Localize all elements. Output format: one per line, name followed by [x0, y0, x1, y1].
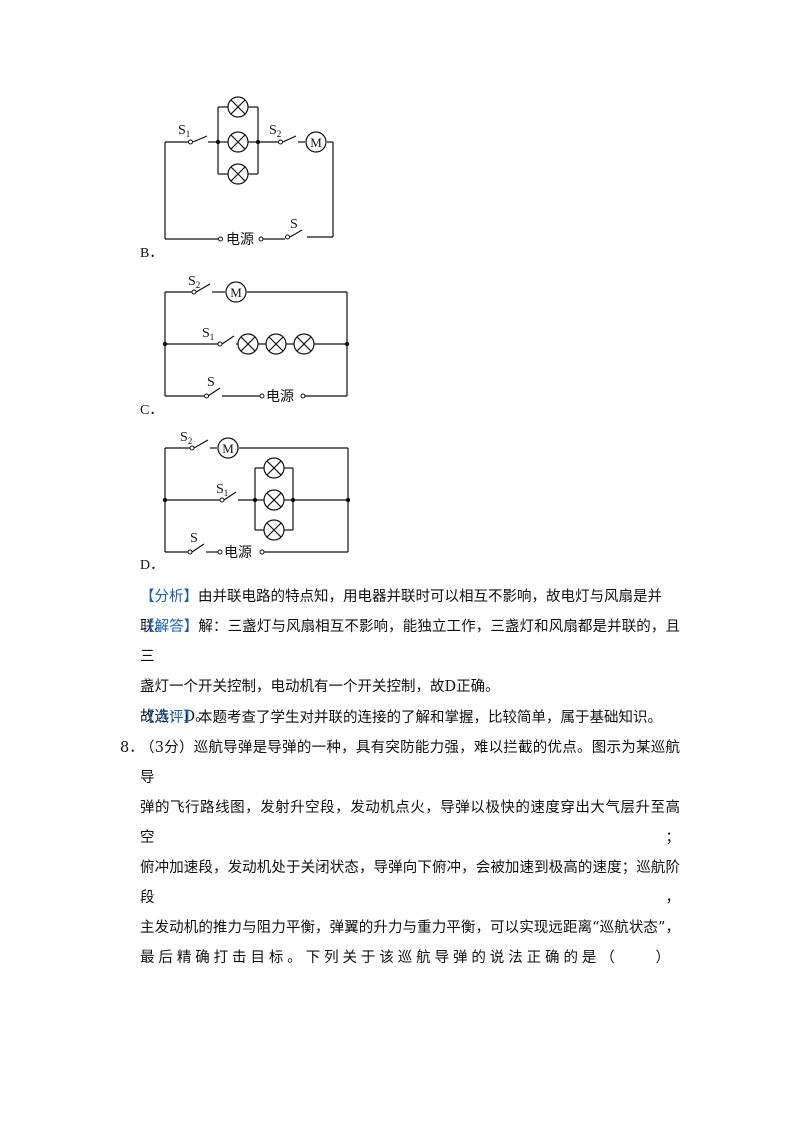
- switch-label: S1: [202, 326, 214, 342]
- lamp-icon: [227, 131, 249, 153]
- option-c-label: C．: [140, 403, 164, 418]
- analysis-text: 由并联电路的特点知，用电器并联时可以相互不影响，故电灯与风扇是并联。: [140, 589, 662, 635]
- lamp-icon: [265, 333, 287, 355]
- answer-line-2: 盏灯一个开关控制，电动机有一个开关控制，故D正确。: [140, 679, 500, 695]
- circuit-diagram-b: M S1 S2 S 电源: [150, 92, 350, 252]
- switch-label: S: [207, 375, 215, 390]
- switch-label: S1: [178, 123, 190, 139]
- lamp-icon: [263, 457, 285, 479]
- question-line-5: 最后精确打击目标。下列关于该巡航导弹的说法正确的是（ ）: [140, 950, 670, 966]
- comment-paragraph: 【点评】本题考查了学生对并联的连接的了解和掌握，比较简单，属于基础知识。: [140, 703, 680, 733]
- answer-choice: 故选：D。: [140, 709, 210, 725]
- svg-text:M: M: [230, 285, 242, 300]
- answer-paragraph: 【解答】解：三盏灯与风扇相互不影响，能独立工作，三盏灯和风扇都是并联的，且三 盏…: [140, 612, 680, 732]
- comment-tag: 【点评】: [140, 710, 198, 726]
- motor-icon: M: [305, 131, 327, 153]
- switch-label: S2: [180, 430, 192, 446]
- switch-label: S2: [188, 274, 200, 290]
- switch-label: S: [290, 217, 298, 232]
- answer-line-1: 解：三盏灯与风扇相互不影响，能独立工作，三盏灯和风扇都是并联的，且三: [140, 619, 680, 665]
- svg-text:M: M: [222, 441, 234, 456]
- question-line-2: 弹的飞行路线图，发射升空段，发动机点火，导弹以极快的速度穿出大气层升至高空；: [140, 800, 680, 846]
- analysis-paragraph: 【分析】由并联电路的特点知，用电器并联时可以相互不影响，故电灯与风扇是并联。: [140, 582, 680, 642]
- lamp-icon: [227, 96, 249, 118]
- svg-text:M: M: [310, 135, 322, 150]
- lamp-icon: [293, 333, 315, 355]
- option-b-label: B．: [140, 246, 164, 261]
- question-line-3: 俯冲加速段，发动机处于关闭状态，导弹向下俯冲，会被加速到极高的速度；巡航阶段，: [140, 860, 680, 906]
- switch-label: S1: [216, 482, 228, 498]
- comment-text: 本题考查了学生对并联的连接的了解和掌握，比较简单，属于基础知识。: [198, 710, 662, 726]
- power-label: 电源: [226, 232, 254, 248]
- circuit-diagram-d: M S2 S1 S 电源: [150, 428, 360, 561]
- lamp-icon: [227, 163, 249, 185]
- switch-label: S: [190, 531, 198, 546]
- answer-tag: 【解答】: [140, 619, 199, 635]
- question-line-1: （3分）巡航导弹是导弹的一种，具有突防能力强，难以拦截的优点。图示为某巡航导: [140, 740, 680, 786]
- switch-label: S2: [269, 123, 281, 139]
- question-8-body: （3分）巡航导弹是导弹的一种，具有突防能力强，难以拦截的优点。图示为某巡航导 弹…: [140, 733, 680, 973]
- option-d-label: D．: [140, 558, 165, 573]
- power-label: 电源: [224, 545, 252, 561]
- lamp-icon: [237, 333, 259, 355]
- power-label: 电源: [266, 389, 294, 405]
- circuit-diagram-c: M S2 S1 S 电源: [150, 270, 360, 405]
- lamp-icon: [263, 489, 285, 511]
- motor-icon: M: [225, 281, 247, 303]
- question-line-4: 主发动机的推力与阻力平衡，弹翼的升力与重力平衡，可以实现远距离“巡航状态”，: [140, 920, 680, 936]
- motor-icon: M: [217, 437, 239, 459]
- question-number: 8．: [120, 740, 144, 756]
- lamp-icon: [263, 519, 285, 541]
- analysis-tag: 【分析】: [140, 589, 198, 605]
